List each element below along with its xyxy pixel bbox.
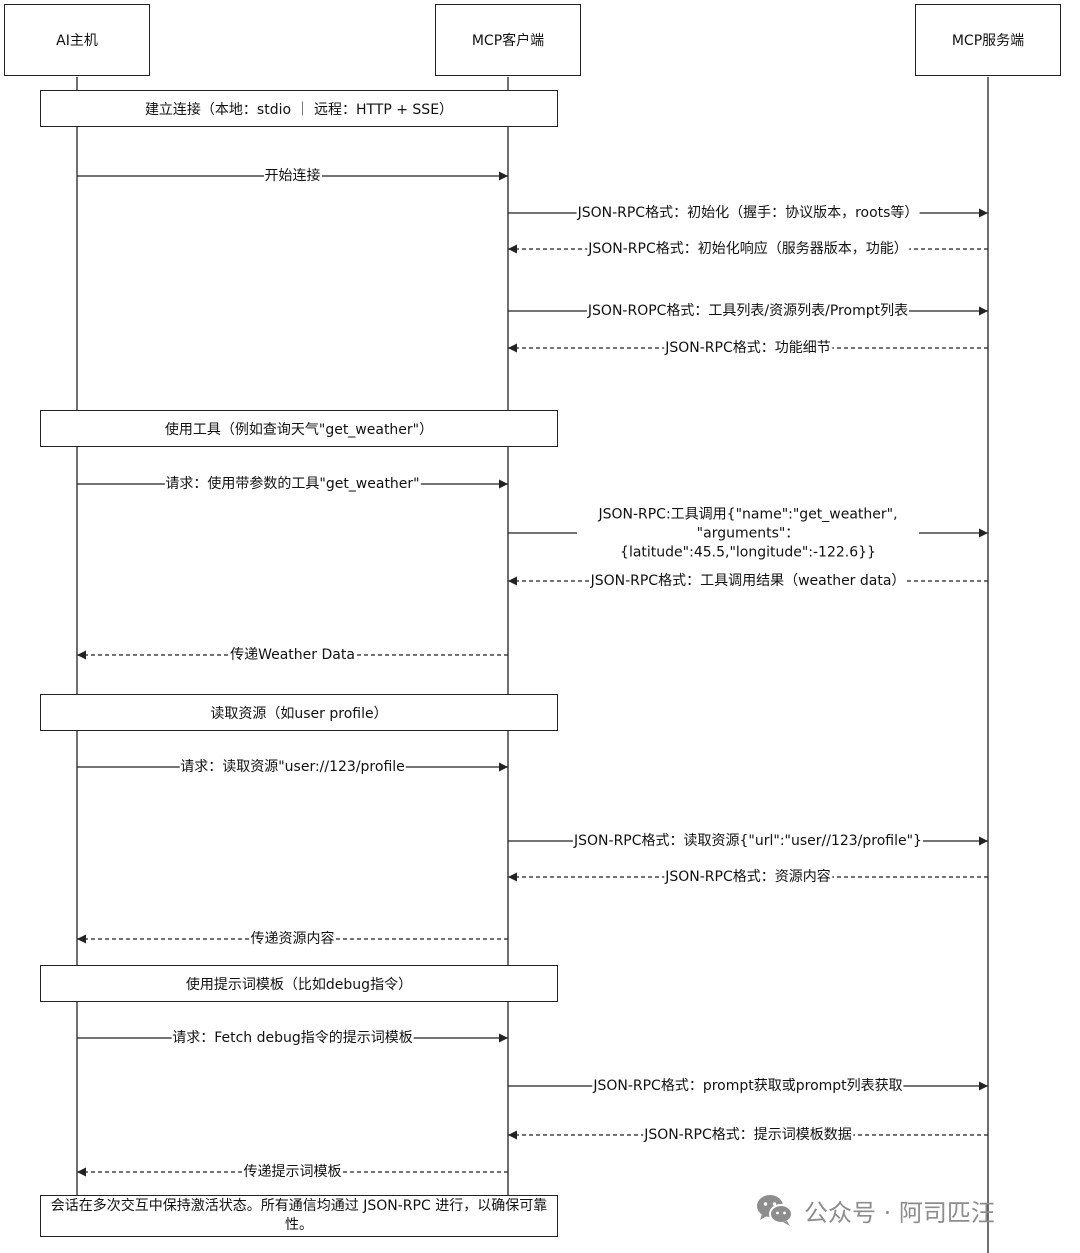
wechat-icon [757,1195,793,1226]
message-label: JSON-RPC格式：资源内容 [664,868,832,886]
phase-read-resource: 读取资源（如user profile） [40,694,558,731]
message-label: JSON-RPC格式：读取资源{"url":"user//123/profile… [573,832,923,850]
message-label: JSON-RPC格式：prompt获取或prompt列表获取 [592,1077,904,1095]
message-label: JSON-RPC格式：工具调用结果（weather data） [589,572,907,590]
message-label: 传递资源内容 [249,930,336,948]
watermark-text: 公众号 · 阿司匹汪 [804,1198,995,1227]
phase-use-tool: 使用工具（例如查询天气"get_weather"） [40,410,558,447]
message-label: JSON-RPC:工具调用{"name":"get_weather", "arg… [577,505,919,563]
message-label: JSON-RPC格式：初始化（握手：协议版本，roots等） [576,204,920,222]
session-note: 会话在多次交互中保持激活状态。所有通信均通过 JSON-RPC 进行，以确保可靠… [40,1195,558,1237]
message-label: JSON-ROPC格式：工具列表/资源列表/Prompt列表 [586,302,910,320]
phase-use-prompt: 使用提示词模板（比如debug指令） [40,965,558,1002]
message-label: 请求：Fetch debug指令的提示词模板 [171,1029,414,1047]
message-label: 传递Weather Data [229,646,356,664]
message-label: JSON-RPC格式：初始化响应（服务器版本，功能） [587,240,909,258]
message-label: 传递提示词模板 [242,1163,343,1181]
watermark: 公众号 · 阿司匹汪 [756,1190,995,1230]
participant-mcp-client: MCP客户端 [435,4,581,76]
message-label: 请求：使用带参数的工具"get_weather" [164,475,421,493]
participant-ai-host: AI主机 [4,4,150,76]
phase-connect: 建立连接（本地：stdio ｜ 远程：HTTP + SSE） [40,90,558,127]
message-label: JSON-RPC格式：提示词模板数据 [643,1126,853,1144]
message-label: 请求：读取资源"user://123/profile [179,758,406,776]
message-label: JSON-RPC格式：功能细节 [664,339,832,357]
message-label: 开始连接 [263,167,322,185]
participant-mcp-server: MCP服务端 [915,4,1061,76]
